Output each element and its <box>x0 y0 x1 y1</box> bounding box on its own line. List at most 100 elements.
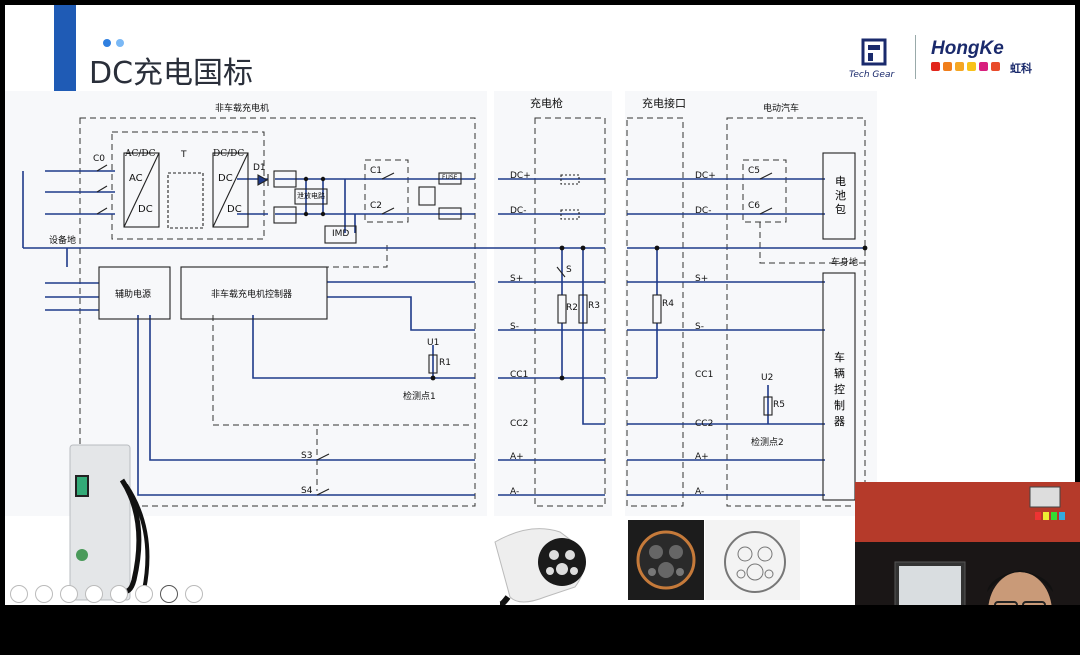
label-ac: AC <box>129 173 143 184</box>
label-r5: R5 <box>773 400 785 410</box>
label-r4: R4 <box>662 299 674 309</box>
connector-pin-label: A- <box>510 487 520 497</box>
label-vehicle-ground: 车身地 <box>831 258 859 268</box>
inlet-boundary <box>626 117 684 507</box>
voltage-sense-box <box>273 206 297 224</box>
section-vehicle: 电动汽车 <box>763 104 800 114</box>
label-c2: C2 <box>370 201 383 211</box>
power-module-boundary <box>111 131 265 240</box>
connector-pin-label: S- <box>510 322 519 332</box>
label-c0: C0 <box>93 154 106 164</box>
vehicle-controller-label: 车辆控制器 <box>834 350 846 430</box>
title-dot-1 <box>103 39 111 47</box>
vehicle-controller-label-char: 车 <box>834 351 845 364</box>
charging-gun-photo <box>494 528 586 605</box>
d1-diode <box>257 174 269 186</box>
connector-pin-label: CC2 <box>510 419 529 429</box>
inlet-pin-diagram <box>705 520 800 600</box>
connector-boundary <box>534 117 606 507</box>
bottom-black-bar <box>0 605 1080 655</box>
nav-subtitle-button[interactable] <box>135 585 153 603</box>
label-discharge: 泄放电路 <box>297 192 325 200</box>
battery-label: 电池包 <box>835 175 847 217</box>
hongke-square <box>955 62 964 71</box>
nav-next-button[interactable] <box>35 585 53 603</box>
label-u2: U2 <box>761 373 774 383</box>
section-inlet: 充电接口 <box>642 97 686 110</box>
connector-pin-label: DC- <box>510 206 527 216</box>
connector-dc-minus <box>560 209 580 220</box>
r3-resistor <box>578 294 588 324</box>
hongke-logo-cn: 虹科 <box>1010 62 1032 75</box>
r4-resistor <box>652 294 662 324</box>
hongke-square <box>931 62 940 71</box>
nav-zoom-button[interactable] <box>85 585 103 603</box>
nav-camera-button[interactable] <box>160 585 178 603</box>
label-d1: D1 <box>253 163 266 173</box>
fuse-minus <box>438 207 462 220</box>
nav-prev-button[interactable] <box>10 585 28 603</box>
r2-resistor <box>557 294 567 324</box>
inlet-pin-label: A+ <box>695 452 709 462</box>
label-imd: IMD <box>332 229 350 239</box>
connector-dc-plus <box>560 174 580 185</box>
label-c5: C5 <box>748 166 761 176</box>
label-r1: R1 <box>439 358 451 368</box>
label-c6: C6 <box>748 201 761 211</box>
nav-pen-button[interactable] <box>60 585 78 603</box>
label-u1: U1 <box>427 338 440 348</box>
label-dc-b: DC <box>218 173 233 184</box>
battery-label-char: 包 <box>835 203 846 216</box>
label-detect2: 检测点2 <box>751 438 784 448</box>
hongke-square <box>967 62 976 71</box>
hongke-logo-text: HongKe <box>931 38 1004 59</box>
label-s: S <box>566 265 572 275</box>
label-acdc: AC/DC <box>125 149 156 159</box>
title-accent-bar <box>54 5 76 91</box>
connector-pin-label: S+ <box>510 274 524 284</box>
connector-pin-label: DC+ <box>510 171 531 181</box>
hongke-square <box>943 62 952 71</box>
connector-panel <box>494 91 612 516</box>
label-s4: S4 <box>301 486 313 496</box>
imd-box <box>324 225 357 244</box>
vehicle-controller-label-char: 控 <box>834 383 845 396</box>
section-connector: 充电枪 <box>530 97 563 110</box>
nav-more-button[interactable] <box>185 585 203 603</box>
inlet-pin-label: S- <box>695 322 704 332</box>
r1-resistor <box>428 354 438 374</box>
dcdc-converter <box>212 152 249 228</box>
vehicle-boundary <box>726 117 866 507</box>
label-r2: R2 <box>566 303 578 313</box>
vehicle-controller-label-char: 器 <box>834 415 845 428</box>
controller-dashed-link <box>212 315 473 426</box>
aux-power-box <box>98 266 171 320</box>
slide: DC充电国标 Tech Gear HongKe 虹科 <box>5 5 1075 605</box>
vehicle-controller-box <box>822 272 856 501</box>
label-equip-ground: 设备地 <box>49 236 77 246</box>
techgear-logo-text: Tech Gear <box>849 70 895 80</box>
label-dcdc: DC/DC <box>213 149 245 159</box>
logo-separator <box>915 35 916 79</box>
vehicle-ground-link <box>759 222 865 264</box>
battery-label-char: 电 <box>835 175 846 188</box>
label-t: T <box>181 150 187 160</box>
charging-circuit-diagram <box>22 117 868 507</box>
charging-pile-photo <box>69 444 150 601</box>
label-s3: S3 <box>301 451 313 461</box>
techgear-logo: Tech Gear <box>849 38 895 80</box>
hongke-square <box>991 62 1000 71</box>
title-dot-2 <box>116 39 124 47</box>
nav-slides-button[interactable] <box>110 585 128 603</box>
inlet-pin-label: S+ <box>695 274 709 284</box>
inlet-pin-label: DC+ <box>695 171 716 181</box>
slide-title: DC充电国标 <box>89 56 254 91</box>
connector-pin-label: A+ <box>510 452 524 462</box>
offboard-charger-boundary <box>79 117 476 507</box>
label-detect1: 检测点1 <box>403 392 436 402</box>
label-aux-power: 辅助电源 <box>115 290 152 300</box>
label-charger-controller: 非车载充电机控制器 <box>211 290 293 300</box>
inlet-pin-label: A- <box>695 487 705 497</box>
charger-controller-box <box>180 266 328 320</box>
insulation-box <box>418 186 436 206</box>
